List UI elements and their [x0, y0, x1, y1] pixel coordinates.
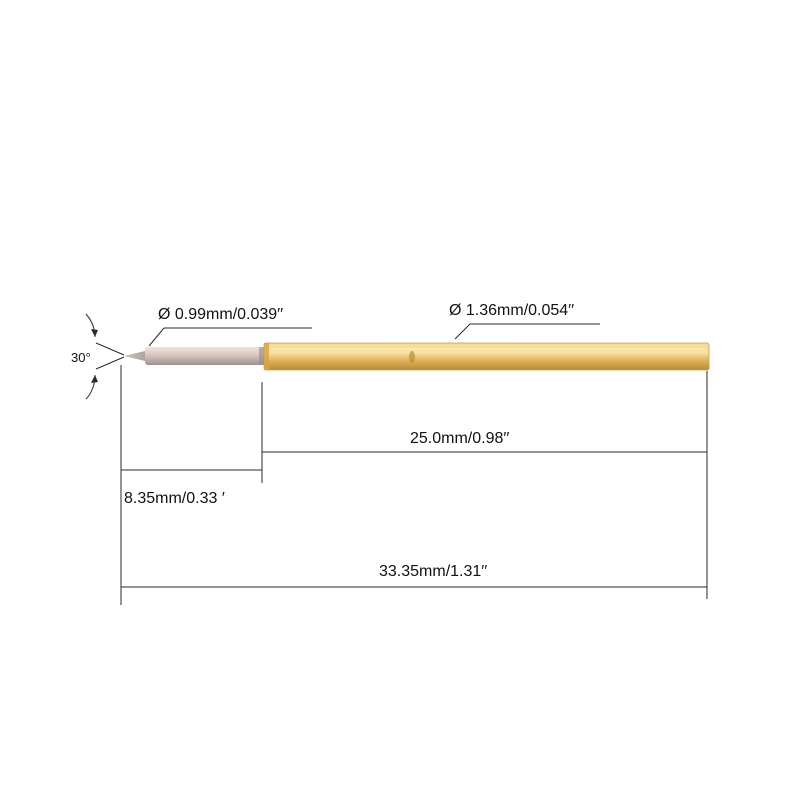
dimension-lines: [120, 365, 708, 605]
angle-label: 30°: [71, 350, 91, 365]
probe-barrel: [263, 342, 710, 371]
diameter-leaders: [148, 323, 600, 347]
total-length-label: 33.35mm/1.31′′: [379, 563, 487, 580]
probe-barrel-body: [263, 342, 710, 371]
tip-angle-indicator: [85, 313, 125, 400]
body-diameter-label: Ø 1.36mm/0.054′′: [449, 302, 574, 319]
probe-tip-point: [124, 351, 150, 361]
probe-plunger: [124, 347, 266, 365]
body-length-label: 25.0mm/0.98′′: [410, 430, 509, 447]
probe-plunger-shaft: [145, 347, 265, 365]
tip-length-label: 8.35mm/0.33 ′: [124, 490, 225, 507]
tip-diameter-label: Ø 0.99mm/0.039′′: [158, 306, 283, 323]
barrel-crimp-mark: [409, 351, 415, 363]
